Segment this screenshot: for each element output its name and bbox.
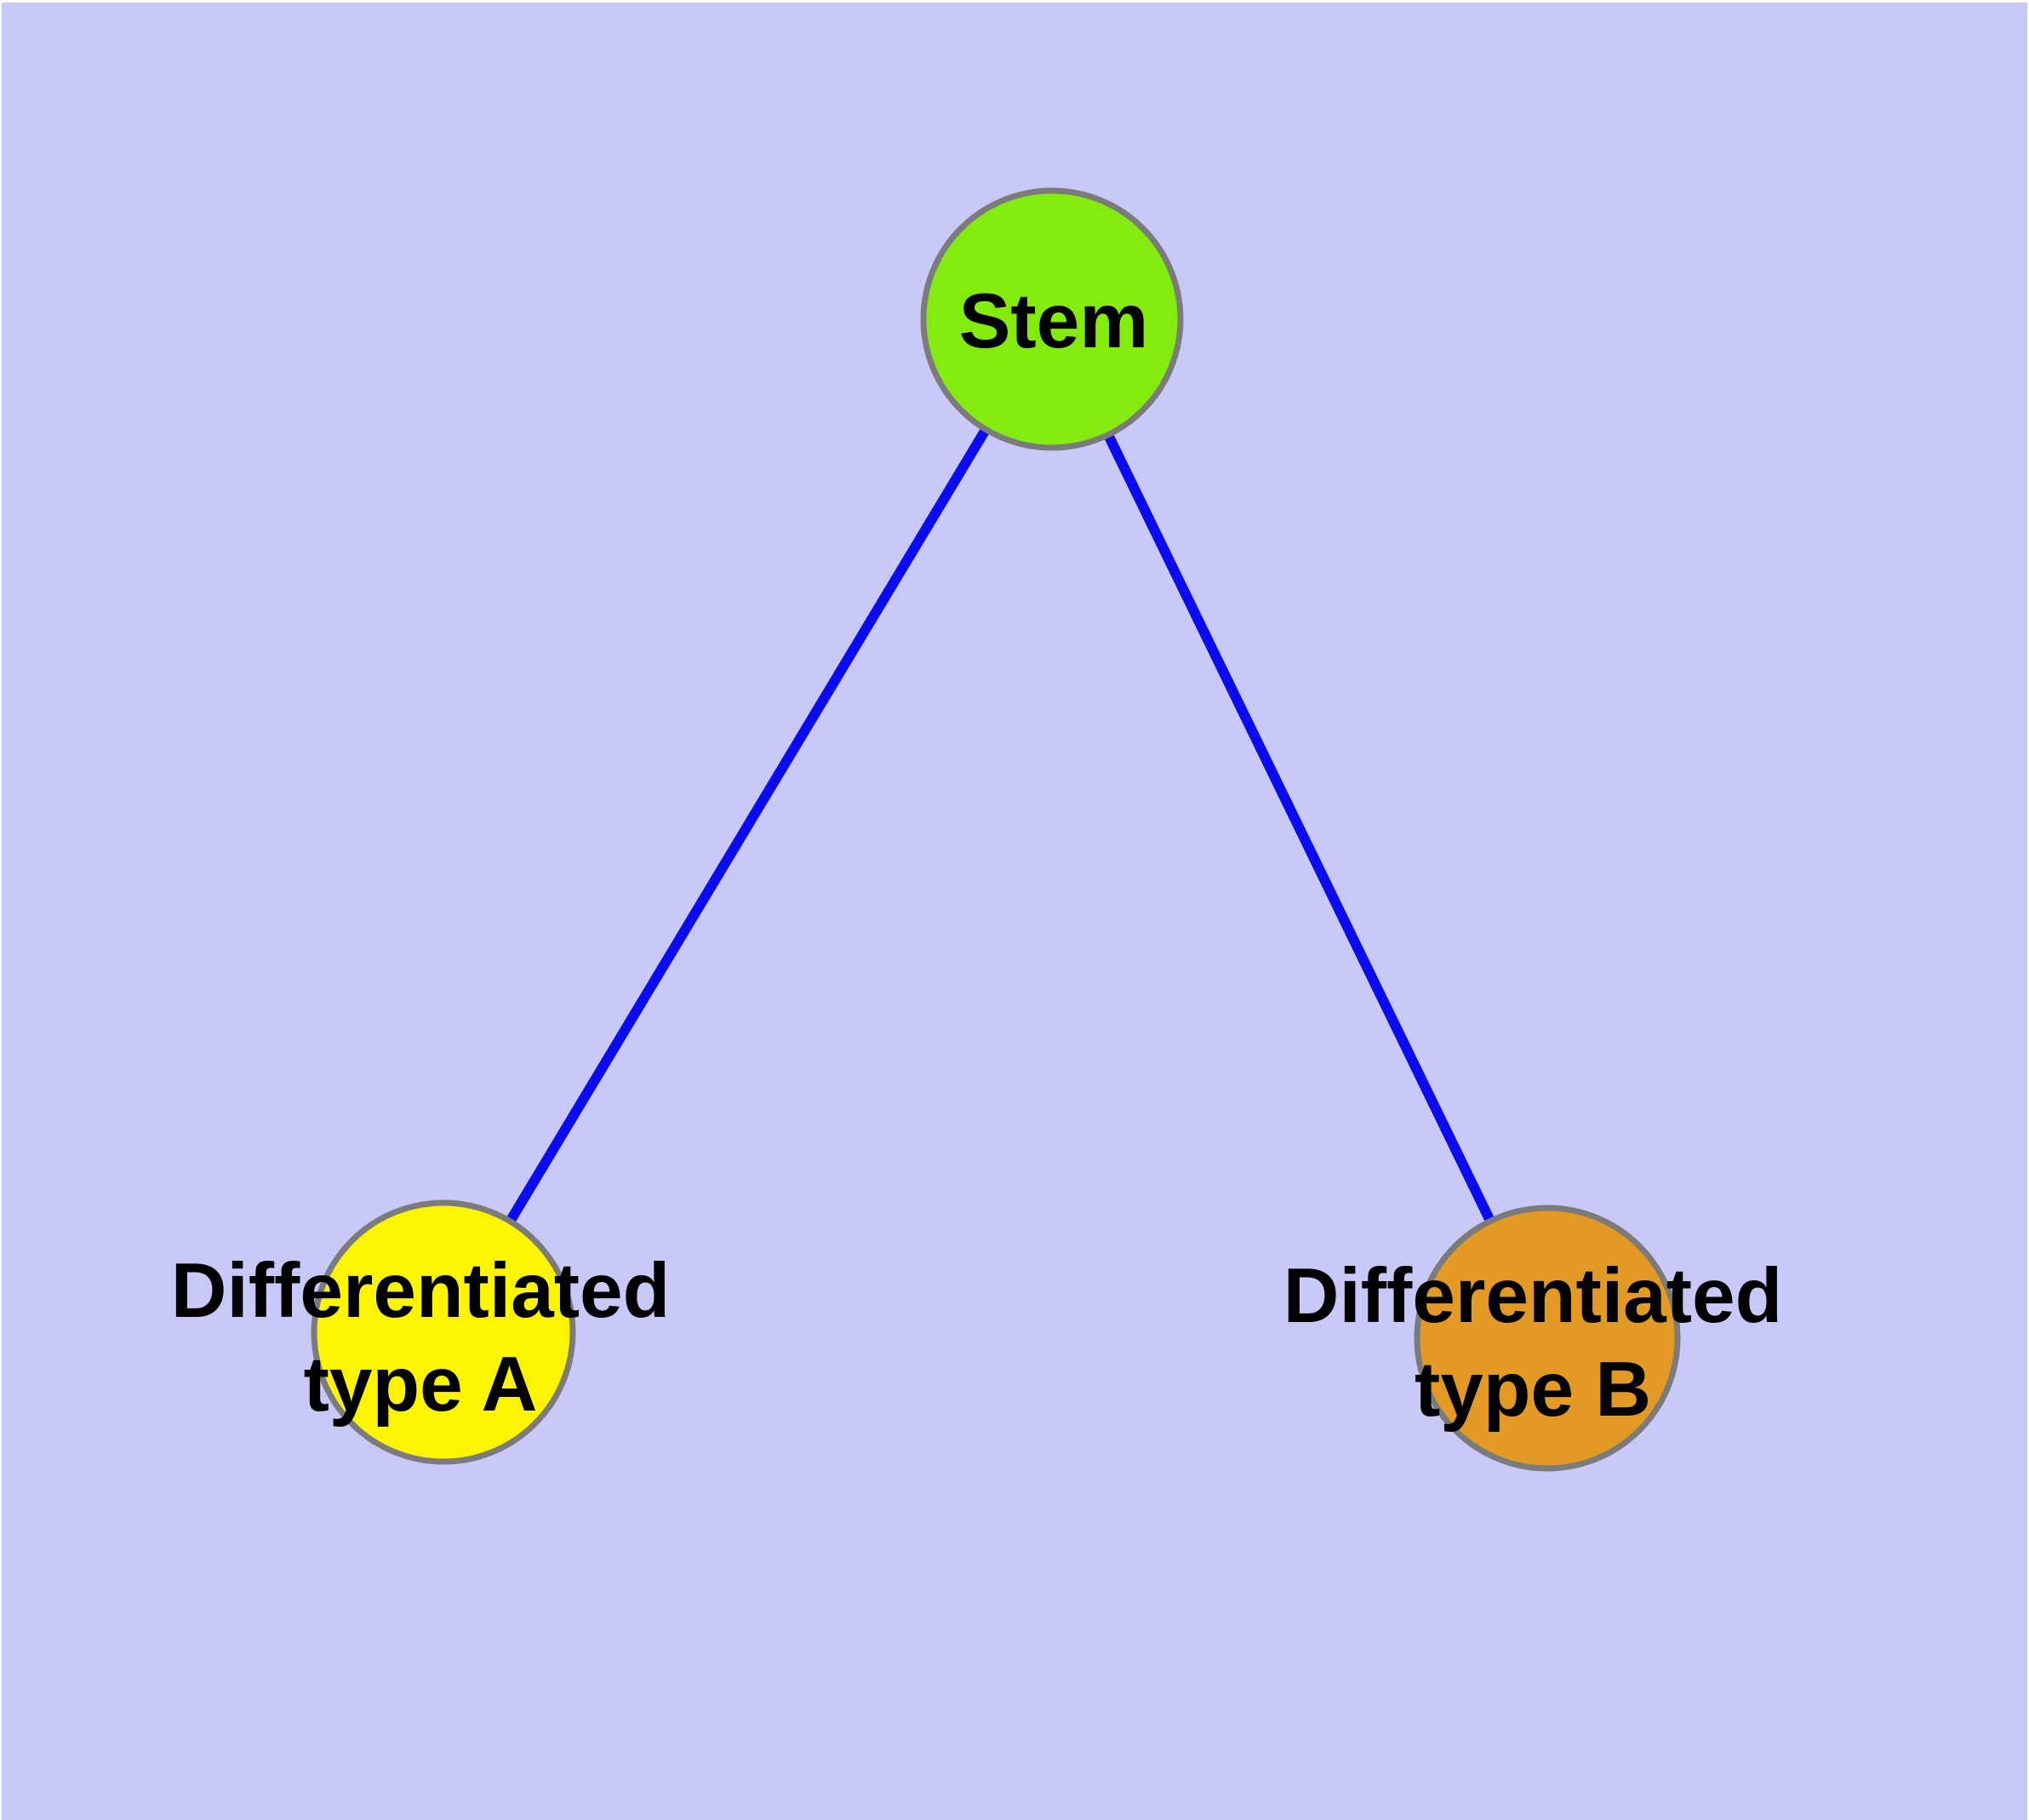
node-differentiated-type-b: Differentiated type B [1283, 1205, 1783, 1472]
node-stem-circle[interactable] [920, 187, 1184, 451]
node-stem-label: Stem [959, 278, 1149, 364]
node-type-a-circle[interactable] [311, 1199, 576, 1465]
node-type-b-label-line1: Differentiated [1283, 1253, 1783, 1339]
node-type-a-label-line1: Differentiated [171, 1248, 671, 1334]
node-type-b-label-line2: type B [1415, 1347, 1651, 1433]
edge-stem-to-type-a [438, 316, 1057, 1336]
node-differentiated-type-a: Differentiated type A [171, 1199, 671, 1465]
node-stem: Stem [920, 187, 1184, 451]
edge-stem-to-type-b [1047, 317, 1552, 1341]
node-type-b-circle[interactable] [1414, 1205, 1681, 1472]
node-type-a-label-line2: type A [304, 1342, 538, 1428]
